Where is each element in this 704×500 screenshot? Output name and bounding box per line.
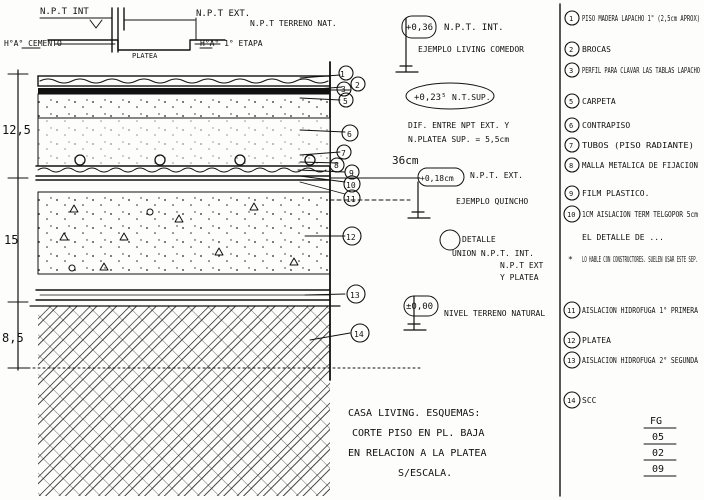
- note-detalle: DETALLE: [462, 235, 496, 244]
- caption-line2: CORTE PISO EN PL. BAJA: [352, 428, 484, 439]
- stamp-4: 09: [652, 464, 664, 475]
- label-npt-int: N.P.T INT: [40, 7, 89, 17]
- legend-7-num: 7: [569, 142, 573, 150]
- legend-10-text: 1CM AISLACION TERM TELGOPOR 5cm: [582, 210, 698, 219]
- caption-line4: S/ESCALA.: [398, 468, 452, 479]
- callout-markers: [329, 65, 370, 343]
- marker-9: 9: [349, 169, 354, 178]
- level-4-value: ±0,00: [406, 302, 433, 312]
- marker-14: 14: [354, 330, 364, 339]
- platea-aggregate: [59, 202, 299, 272]
- legend-11-num: 11: [567, 307, 575, 315]
- legend-star-num: *: [568, 255, 573, 264]
- legend-14-text: SCC: [582, 396, 597, 405]
- floor-section: [17, 61, 421, 496]
- stamp-3: 02: [652, 448, 664, 459]
- legend-3-num: 3: [569, 67, 573, 75]
- note-npt-ext: N.P.T EXT: [500, 261, 544, 270]
- legend-6-text: CONTRAPISO: [582, 121, 630, 130]
- legend-8-num: 8: [569, 162, 573, 170]
- marker-7: 7: [341, 149, 346, 158]
- legend-5-text: CARPETA: [582, 97, 616, 106]
- legend-7-text: TUBOS (PISO RADIANTE): [582, 141, 694, 150]
- marker-1: 1: [340, 70, 345, 79]
- marker-3: 3: [341, 85, 346, 94]
- stamp-1: FG: [650, 416, 662, 427]
- marker-11: 11: [346, 195, 356, 204]
- marker-10: 10: [346, 181, 356, 190]
- caption-line1: CASA LIVING. ESQUEMAS:: [348, 408, 480, 419]
- legend-11-text: AISLACION HIDROFUGA 1° PRIMERA: [582, 306, 698, 315]
- note-dif2: N.PLATEA SUP. = 5,5cm: [408, 135, 509, 144]
- dimension-lines: [7, 73, 421, 369]
- label-npt-terreno: N.P.T TERRENO NAT.: [250, 19, 337, 28]
- marker-2: 2: [355, 81, 360, 90]
- legend-12-text: PLATEA: [582, 336, 611, 345]
- legend-star-text: LO HABLE CON CONSTRUCTORES. SUELEN USAR …: [582, 255, 698, 264]
- label-h-cemento: H°A° CEMENTO: [4, 39, 62, 48]
- label-npt-ext: N.P.T EXT.: [196, 9, 250, 19]
- legend-12-num: 12: [567, 337, 575, 345]
- note-dif: DIF. ENTRE NPT EXT. Y: [408, 121, 509, 130]
- level-1-note: EJEMPLO LIVING COMEDOR: [418, 45, 524, 54]
- dim-8-5: 8,5: [2, 331, 24, 345]
- stamp-2: 05: [652, 432, 664, 443]
- legend-9-num: 9: [569, 190, 573, 198]
- marker-8: 8: [334, 161, 339, 170]
- dim-12-5: 12,5: [2, 123, 31, 137]
- level-4-label: NIVEL TERRENO NATURAL: [444, 309, 545, 318]
- marker-12: 12: [346, 233, 356, 242]
- level-3-label: N.P.T. EXT.: [470, 171, 523, 180]
- level-symbols: [395, 15, 495, 331]
- legend-9-text: FILM PLASTICO.: [582, 189, 649, 198]
- level-1-label: N.P.T. INT.: [444, 23, 504, 33]
- legend-13-num: 13: [567, 357, 575, 365]
- dim-15: 15: [4, 233, 18, 247]
- stamp-lines: [643, 427, 677, 477]
- legend-2-text: BROCAS: [582, 45, 611, 54]
- legend-10-num: 10: [567, 211, 575, 219]
- caption-line3: EN RELACION A LA PLATEA: [348, 448, 486, 459]
- level-3-note: EJEMPLO QUINCHO: [456, 197, 528, 206]
- note-y-platea: Y PLATEA: [500, 273, 539, 282]
- level-1-value: +0,36: [406, 23, 433, 33]
- legend-3-text: PERFIL PARA CLAVAR LAS TABLAS LAPACHO: [582, 66, 700, 75]
- label-h-1etapa: H°A° 1° ETAPA: [200, 39, 263, 48]
- marker-5: 5: [343, 97, 348, 106]
- legend-2-num: 2: [569, 46, 573, 54]
- radiant-tubes: [74, 154, 316, 166]
- legend-8-text: MALLA METALICA DE FIJACION: [582, 161, 698, 170]
- legend-1-text: PISO MADERA LAPACHO 1" (2,5cm APROX): [582, 14, 700, 23]
- legend-6-num: 6: [569, 122, 573, 130]
- legend-13-text: AISLACION HIDROFUGA 2° SEGUNDA: [582, 356, 698, 365]
- level-3-value: +0,18cm: [420, 174, 454, 183]
- legend-1-num: 1: [569, 15, 573, 23]
- legend-14-num: 14: [567, 397, 575, 405]
- note-union: UNION N.P.T. INT.: [452, 249, 534, 258]
- level-2-label: N.T.SUP.: [452, 93, 491, 102]
- marker-13: 13: [350, 291, 360, 300]
- leader-lines: [297, 74, 351, 341]
- legend-markers: [563, 10, 581, 409]
- dim-36cm: 36cm: [392, 154, 419, 167]
- level-2-value: +0,23⁵: [414, 93, 447, 103]
- label-platea: PLATEA: [132, 52, 158, 60]
- top-detail: [21, 7, 226, 53]
- legend-10b-text: EL DETALLE DE ...: [582, 233, 664, 242]
- marker-6: 6: [347, 130, 352, 139]
- legend-5-num: 5: [569, 98, 573, 106]
